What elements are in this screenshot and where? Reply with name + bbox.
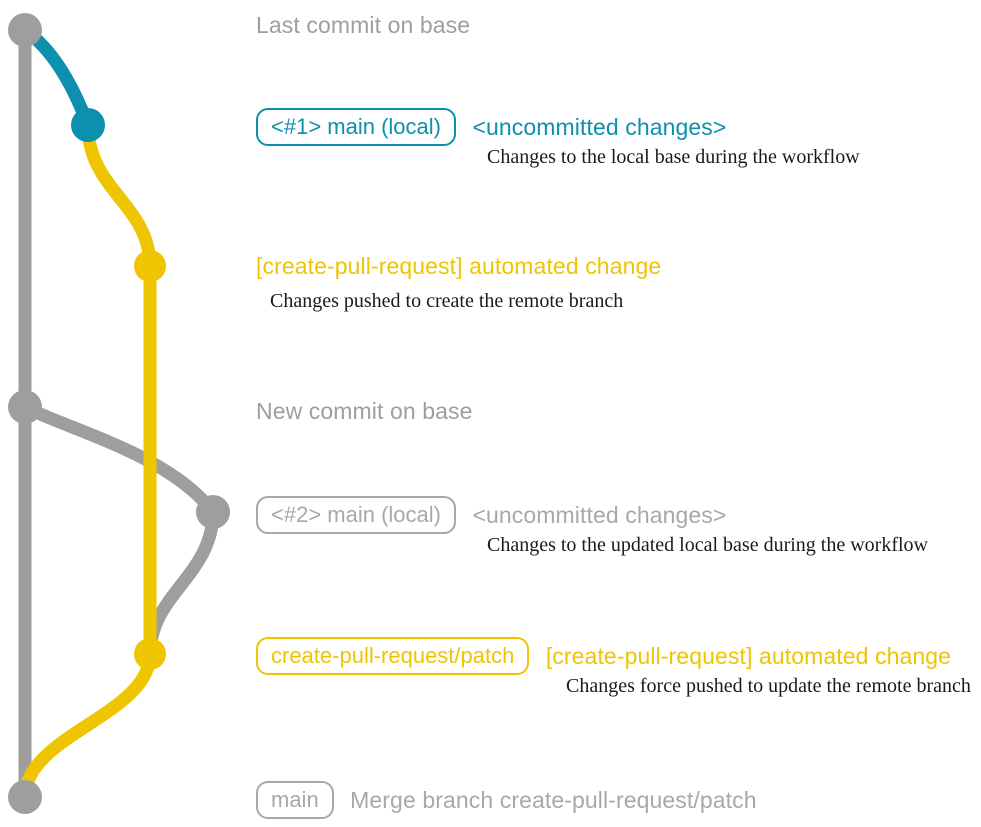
commit-node-remote-2 (134, 638, 166, 670)
ref-chip-main-local-1[interactable]: <#1> main (local) (256, 108, 456, 147)
edge-base2-to-local2 (18, 400, 220, 519)
header-label: New commit on base (256, 398, 473, 424)
commit-note-main-local-1: Changes to the local base during the wor… (487, 146, 860, 168)
edge-remote2-to-merge (18, 647, 157, 804)
graph-row-merge-commit: main Merge branch create-pull-request/pa… (256, 781, 757, 820)
graph-row-main-local-2: <#2> main (local) <uncommitted changes> (256, 496, 727, 535)
ref-chip-main-local-2[interactable]: <#2> main (local) (256, 496, 456, 535)
header-label: Last commit on base (256, 12, 471, 38)
commit-node-base-1 (8, 13, 42, 47)
commit-note-create-pull-request-patch: Changes force pushed to update the remot… (566, 675, 971, 697)
ref-chip-create-pull-request-patch[interactable]: create-pull-request/patch (256, 637, 530, 676)
commit-node-local-2 (196, 495, 230, 529)
edge-local1-to-remote1 (81, 118, 157, 273)
graph-row-main-local-1: <#1> main (local) <uncommitted changes> (256, 108, 727, 147)
commit-subject-main-local-2: <uncommitted changes> (472, 501, 727, 528)
commit-nodes (8, 13, 230, 814)
commit-node-base-3 (8, 780, 42, 814)
graph-row-create-pull-request-patch: create-pull-request/patch [create-pull-r… (256, 637, 952, 676)
commit-subject-merge-commit: Merge branch create-pull-request/patch (350, 786, 757, 813)
graph-row-last-commit-on-base: Last commit on base (256, 12, 470, 39)
commit-subject-create-pull-request-1: [create-pull-request] automated change (256, 253, 662, 279)
commit-node-local-1 (71, 108, 105, 142)
commit-subject-main-local-1: <uncommitted changes> (472, 113, 727, 140)
commit-note-create-pull-request-1: Changes pushed to create the remote bran… (270, 290, 624, 312)
commit-node-remote-1 (134, 250, 166, 282)
graph-row-create-pull-request-1: [create-pull-request] automated change (256, 253, 661, 280)
commit-subject-create-pull-request-patch: [create-pull-request] automated change (545, 642, 952, 669)
ref-chip-main[interactable]: main (256, 781, 334, 820)
commit-note-main-local-2: Changes to the updated local base during… (487, 534, 928, 556)
commit-node-base-2 (8, 390, 42, 424)
graph-row-new-commit-on-base: New commit on base (256, 398, 473, 425)
